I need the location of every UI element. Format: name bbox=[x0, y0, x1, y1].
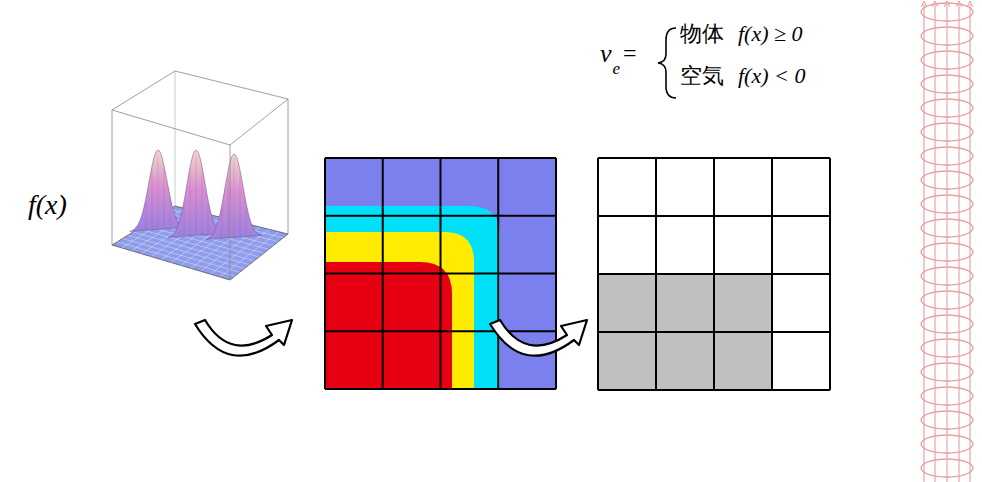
process-arrow bbox=[195, 320, 587, 356]
surface-plot bbox=[112, 71, 288, 280]
formula-text: = bbox=[623, 40, 637, 66]
formula-text: f(x) < 0 bbox=[738, 64, 805, 88]
formula-text: v bbox=[600, 40, 612, 69]
formula-text: e bbox=[613, 60, 621, 79]
brace bbox=[658, 28, 676, 98]
voxel-grid bbox=[598, 158, 830, 390]
function-label: f(x) bbox=[28, 190, 67, 221]
formula-text: 物体 bbox=[680, 22, 724, 46]
coil-field bbox=[921, 3, 973, 482]
formula-text: 空気 bbox=[680, 64, 724, 88]
formula-text: f(x) ≥ 0 bbox=[738, 22, 803, 46]
contour-grid bbox=[325, 158, 556, 390]
